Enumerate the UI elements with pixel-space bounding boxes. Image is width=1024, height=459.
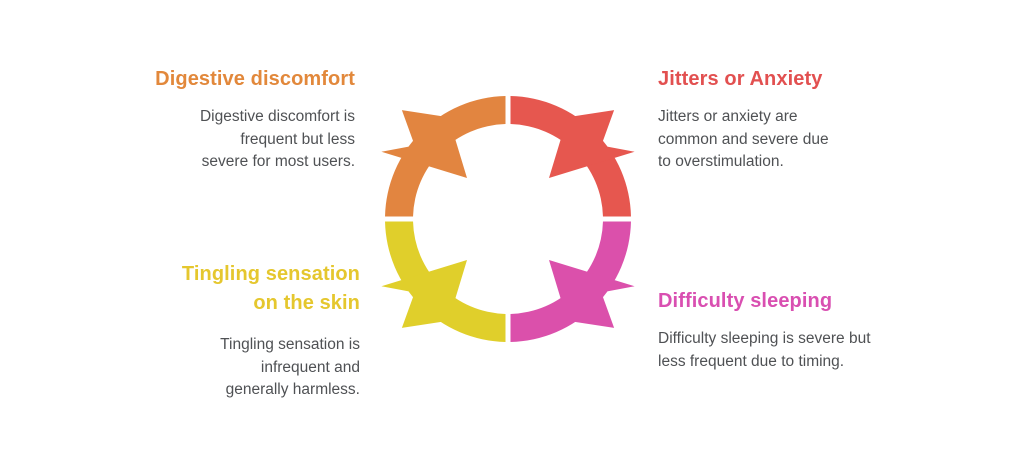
block-title-tingling-sensation: Tingling sensation on the skin (181, 263, 360, 314)
cycle-diagram (381, 96, 635, 342)
block-digestive-discomfort: Digestive discomfort Digestive discomfor… (95, 66, 355, 174)
block-tingling-sensation: Tingling sensation on the skin Tingling … (100, 260, 360, 402)
quadrant-band-bottom-right (510, 221, 631, 342)
center-arrow-top-left (381, 110, 467, 178)
block-title-jitters-anxiety: Jitters or Anxiety (658, 68, 823, 90)
block-body-tingling-sensation: Tingling sensation is infrequent and gen… (220, 336, 360, 398)
block-jitters-anxiety: Jitters or Anxiety Jitters or anxiety ar… (658, 66, 908, 174)
quadrant-band-top-left (385, 96, 506, 217)
block-body-jitters-anxiety: Jitters or anxiety are common and severe… (658, 108, 829, 170)
block-difficulty-sleeping: Difficulty sleeping Difficulty sleeping … (658, 288, 918, 373)
block-body-difficulty-sleeping: Difficulty sleeping is severe but less f… (658, 330, 871, 370)
quadrant-band-bottom-left (385, 221, 506, 342)
quadrant-band-top-right (510, 96, 631, 217)
center-arrow-bottom-left (381, 260, 467, 328)
block-title-difficulty-sleeping: Difficulty sleeping (658, 290, 833, 312)
center-arrow-top-right (549, 110, 635, 178)
center-arrow-bottom-right (549, 260, 635, 328)
block-body-digestive-discomfort: Digestive discomfort is frequent but les… (199, 108, 355, 170)
block-title-digestive-discomfort: Digestive discomfort (155, 68, 355, 90)
